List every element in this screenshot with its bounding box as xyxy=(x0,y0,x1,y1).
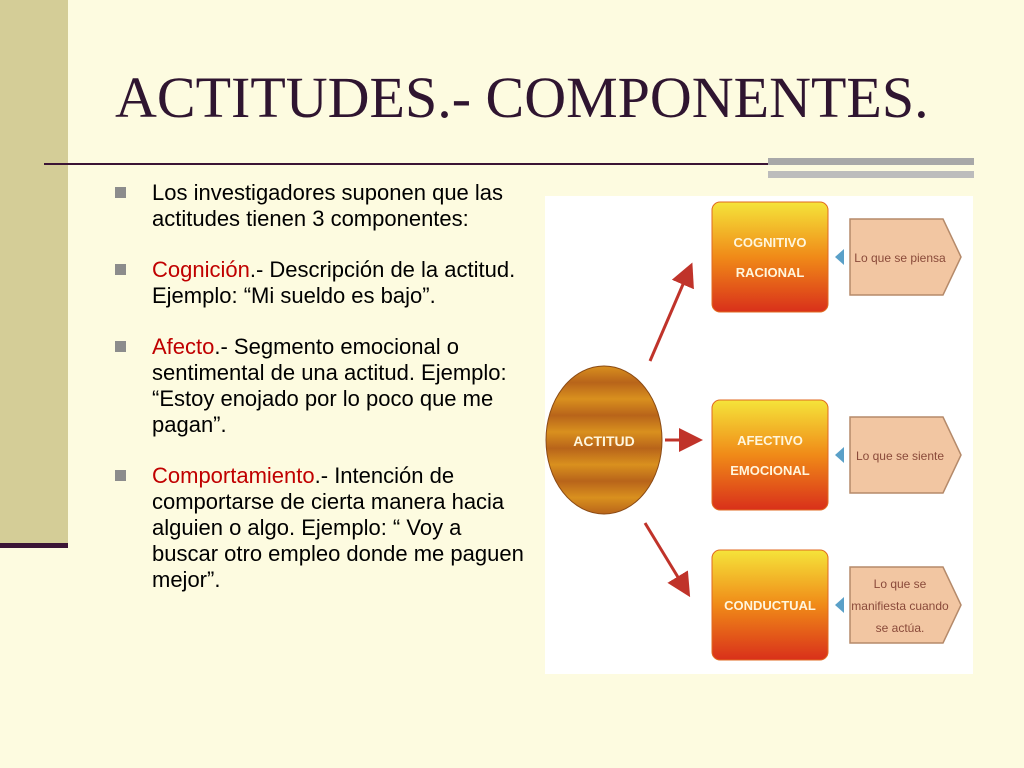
meaning-callout xyxy=(849,218,962,296)
attitude-components-diagram: ACTITUD COGNITIVO RACIONAL Lo que se piensa… xyxy=(545,196,973,674)
diagram-canvas: ACTITUD COGNITIVO RACIONAL Lo que se piensa… xyxy=(545,201,962,661)
meaning-label: Lo que se siente xyxy=(856,449,944,463)
component-box xyxy=(711,549,829,661)
bullet-marker-icon xyxy=(115,264,126,275)
left-accent-band xyxy=(0,0,68,544)
bullet-keyword: Cognición xyxy=(152,257,250,282)
component-label: EMOCIONAL xyxy=(730,463,810,478)
bullet-keyword: Afecto xyxy=(152,334,215,359)
bullet-marker-icon xyxy=(115,341,126,352)
callout-arrow-icon xyxy=(835,249,844,265)
bullet-afecto: Afecto.- Segmento emocional o sentimenta… xyxy=(112,334,532,438)
meaning-label: manifiesta cuando xyxy=(851,599,949,613)
bullet-text: .- Intención de comportarse de cierta ma… xyxy=(152,463,524,592)
bullet-text: .- Descripción de la actitud. Ejemplo: “… xyxy=(152,257,516,308)
meaning-label: se actúa. xyxy=(876,621,925,635)
callout-arrow-icon xyxy=(835,447,844,463)
arrow-icon xyxy=(643,522,691,598)
bullet-comportamiento: Comportamiento.- Intención de comportars… xyxy=(112,463,532,593)
component-label: CONDUCTUAL xyxy=(724,598,816,613)
bullet-keyword: Comportamiento xyxy=(152,463,315,488)
component-label: AFECTIVO xyxy=(737,433,803,448)
meaning-callout xyxy=(849,566,962,644)
title-accent-bar-lower xyxy=(768,171,974,178)
bullet-marker-icon xyxy=(115,470,126,481)
bullet-list: Los investigadores suponen que las actit… xyxy=(112,180,532,618)
actitud-sphere xyxy=(545,365,663,515)
arrow-icon xyxy=(648,262,694,362)
meaning-label: Lo que se xyxy=(874,577,927,591)
component-box xyxy=(711,201,829,313)
title-accent-bar xyxy=(768,158,974,165)
bullet-marker-icon xyxy=(115,187,126,198)
left-accent-line xyxy=(0,543,68,548)
component-box xyxy=(711,399,829,511)
callout-arrow-icon xyxy=(835,597,844,613)
bullet-text: Los investigadores suponen que las actit… xyxy=(152,180,504,231)
bullet-text: .- Segmento emocional o sentimental de u… xyxy=(152,334,507,437)
slide-title: ACTITUDES.- COMPONENTES. xyxy=(115,65,929,130)
meaning-callout xyxy=(849,416,962,494)
bullet-cognicion: Cognición.- Descripción de la actitud. E… xyxy=(112,257,532,309)
title-underline xyxy=(44,163,974,165)
actitud-label: ACTITUD xyxy=(573,433,634,449)
component-label: RACIONAL xyxy=(736,265,805,280)
component-label: COGNITIVO xyxy=(734,235,807,250)
bullet-intro: Los investigadores suponen que las actit… xyxy=(112,180,532,232)
meaning-label: Lo que se piensa xyxy=(854,251,946,265)
